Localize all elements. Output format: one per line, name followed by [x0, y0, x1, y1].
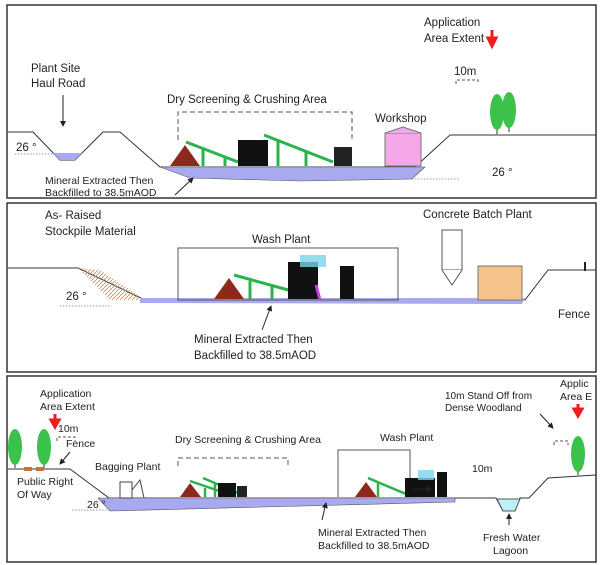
standoff-label: 10m [454, 66, 476, 78]
angle-label: 26 ° [16, 142, 37, 154]
bagging-label: Bagging Plant [95, 461, 160, 473]
hopper [300, 255, 326, 267]
workshop-label: Workshop [375, 113, 427, 125]
app-extent-label: Application [424, 17, 480, 29]
dry-area-outline [177, 111, 353, 140]
section-panel-3: Application Area Extent 10m Fence Public… [6, 375, 597, 563]
prow-marker [24, 467, 32, 471]
angle-label: 26 ° [66, 291, 87, 303]
thickener [437, 472, 447, 497]
haul-road-label: Plant Site [31, 63, 80, 75]
red-arrow-icon [485, 30, 499, 50]
prow-label: Public Right [17, 476, 73, 488]
wash-standoff-label: 10m [472, 463, 493, 475]
dry-area-label: Dry Screening & Crushing Area [167, 94, 327, 106]
app-extent-label: Area Extent [424, 33, 485, 45]
fence-post [584, 262, 586, 271]
wash-plant-outline [337, 449, 411, 497]
crusher [218, 483, 236, 497]
section-panel-1: Plant Site Haul Road 26 ° 26 ° Dry Scree… [6, 4, 597, 199]
mineral-label: Mineral Extracted Then [45, 175, 154, 187]
stockpile [170, 145, 200, 166]
woodland-label: 10m Stand Off from [445, 391, 532, 402]
standoff-marker [56, 436, 76, 441]
crusher [238, 140, 268, 166]
red-arrow-icon [48, 414, 62, 431]
haul-road-water [53, 153, 82, 160]
fresh-water-lagoon [496, 498, 521, 512]
backfill-zone [97, 497, 456, 512]
screener [334, 147, 352, 166]
mineral-label: Backfilled to 38.5mAOD [194, 350, 316, 362]
backfill-zone [140, 298, 525, 304]
app-extent-label-right: Applic [560, 378, 589, 390]
screener [237, 486, 247, 497]
batch-plant-label: Concrete Batch Plant [423, 209, 532, 221]
dry-area-label: Dry Screening & Crushing Area [175, 434, 321, 446]
pointer-arrow [174, 177, 194, 196]
mineral-label: Backfilled to 38.5mAOD [45, 187, 157, 199]
fence-label: Fence [66, 438, 95, 450]
mineral-label: Mineral Extracted Then [318, 527, 427, 539]
red-arrow-icon [571, 404, 585, 420]
pointer-arrow [59, 451, 71, 465]
standoff-marker [455, 79, 479, 84]
silo [441, 229, 463, 271]
bagging-frame [131, 478, 145, 499]
stockpile [180, 483, 201, 497]
pointer-arrow [261, 305, 273, 331]
stockpile-label: Stockpile Material [45, 226, 136, 238]
panel-border [6, 375, 597, 563]
app-extent-label-right: Area E [560, 391, 592, 403]
conveyor [233, 273, 293, 299]
pipe [314, 284, 322, 301]
haul-road-label: Haul Road [31, 78, 85, 90]
prow-marker [36, 467, 44, 471]
app-extent-label: Area Extent [40, 401, 95, 413]
workshop-building [384, 132, 422, 167]
wash-plant-outline [177, 247, 399, 301]
angle-label: 26 ° [87, 499, 106, 511]
lagoon-label: Fresh Water [483, 532, 541, 544]
stockpile-material [78, 268, 145, 300]
prow-label: Of Way [17, 489, 52, 501]
mineral-label: Mineral Extracted Then [194, 334, 313, 346]
dry-area-outline [177, 457, 289, 466]
hopper [418, 470, 434, 480]
standoff-label: 10m [58, 423, 79, 435]
lagoon-label: Lagoon [493, 545, 528, 557]
thickener [340, 266, 354, 299]
section-panel-2: As- Raised Stockpile Material 26 ° Wash … [6, 202, 597, 373]
app-extent-label: Application [40, 388, 92, 400]
pointer-arrow [321, 502, 328, 521]
angle-label: 26 ° [492, 167, 513, 179]
backfill-zone [159, 166, 426, 182]
stockpile [355, 482, 377, 497]
stockpile [214, 278, 244, 299]
wash-plant-machine [288, 262, 318, 299]
standoff-marker [553, 440, 569, 445]
wash-plant-label: Wash Plant [380, 432, 433, 444]
workshop-roof [384, 126, 422, 134]
conveyor [189, 476, 246, 498]
batch-plant-building [477, 265, 523, 301]
pointer-arrow [539, 413, 554, 429]
silo-cone [441, 269, 463, 286]
fence-label: Fence [558, 309, 590, 321]
stockpile-label: As- Raised [45, 210, 101, 222]
wash-plant-machine [405, 478, 435, 497]
woodland-label: Dense Woodland [445, 403, 522, 414]
conveyor [367, 476, 407, 497]
ground-profile [8, 131, 596, 168]
conveyor [185, 133, 334, 166]
mineral-label: Backfilled to 38.5mAOD [318, 540, 430, 552]
wash-plant-label: Wash Plant [252, 234, 311, 246]
